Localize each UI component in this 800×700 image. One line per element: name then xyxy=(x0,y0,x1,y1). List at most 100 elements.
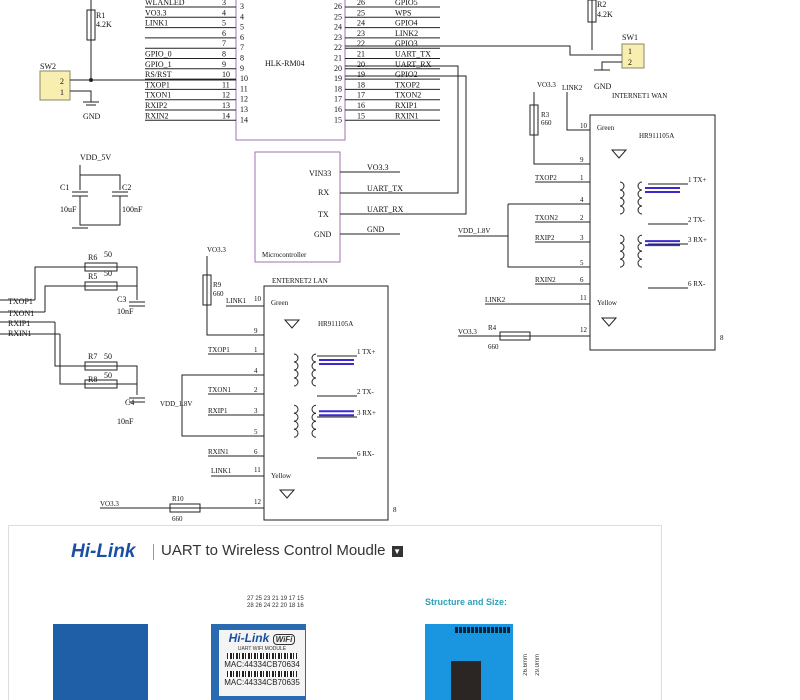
divider xyxy=(153,544,154,560)
lan-connector xyxy=(263,285,389,521)
lan-pin-number: 9 xyxy=(254,327,258,335)
wan-pin-number: 11 xyxy=(580,294,587,302)
hlk-left-pin-number: 6 xyxy=(222,29,226,38)
mcu-pin-rx: RX xyxy=(318,188,329,197)
vdd-5v-label: VDD_5V xyxy=(80,153,111,162)
wan-yellow-led: Yellow xyxy=(597,299,618,307)
lan-link: LINK1 xyxy=(226,297,247,305)
barcode xyxy=(227,671,297,677)
hlk-left-pin-inner: 7 xyxy=(240,43,244,52)
gnd-label: GND xyxy=(594,82,612,91)
wan-output-pin: 2 TX- xyxy=(688,216,705,224)
sw1-ref: SW1 xyxy=(622,33,638,42)
module-photo-back xyxy=(53,624,148,700)
module-brand: Hi-Link xyxy=(228,631,270,645)
chip xyxy=(451,661,481,700)
net-gnd: GND xyxy=(367,225,385,234)
wan-pin-number: 6 xyxy=(580,276,584,284)
hlk-right-pin-inner: 23 xyxy=(334,33,342,42)
sw1-pin1: 1 xyxy=(628,47,632,56)
hlk-right-pin-number: 21 xyxy=(357,50,365,59)
mac-2: MAC:44334CB70635 xyxy=(224,678,300,687)
hlk-right-pin-inner: 24 xyxy=(334,23,342,32)
r1-value: 4.2K xyxy=(96,20,112,29)
hlk-right-pin-number: 20 xyxy=(357,60,365,69)
hlk-left-pin-inner: 6 xyxy=(240,33,244,42)
hlk-right-net: GPIO2 xyxy=(395,70,418,79)
hlk-left-net: TXOP1 xyxy=(145,80,170,89)
r7-value: 50 xyxy=(104,352,112,361)
microcontroller-body xyxy=(254,151,341,263)
hlk-left-net: VO3.3 xyxy=(145,8,167,17)
c4-value: 10nF xyxy=(117,417,134,426)
hlk-left-pin-number: 3 xyxy=(222,0,226,7)
net-txop1: TXOP1 xyxy=(8,297,33,306)
hlk-right-net: LINK2 xyxy=(395,29,418,38)
hlk-right-net: UART_TX xyxy=(395,50,431,59)
hlk-right-pin-number: 18 xyxy=(357,80,365,89)
hlk-right-net: TXOP2 xyxy=(395,80,420,89)
hlk-right-net: TXON2 xyxy=(395,91,421,100)
wan-pin-number: 12 xyxy=(580,326,588,334)
lan-pin-number: 1 xyxy=(254,346,258,354)
dimension-29-0: 29.0mm xyxy=(535,654,541,676)
r10-ref: R10 xyxy=(172,495,184,503)
dropdown-icon: ▼ xyxy=(391,546,403,557)
hlk-right-net: GPIO4 xyxy=(395,19,418,28)
lan-pin-number: 5 xyxy=(254,428,258,436)
c3-value: 10nF xyxy=(117,307,134,316)
pin-numbers: 27 25 23 21 19 17 15 28 26 24 22 20 18 1… xyxy=(247,596,304,610)
wan-pin-number: 2 xyxy=(580,214,584,222)
hlk-left-pin-number: 10 xyxy=(222,70,230,79)
wan-pin8: 8 xyxy=(720,334,724,342)
r2-ref: R2 xyxy=(597,0,606,9)
wan-pin-number: 3 xyxy=(580,234,584,242)
wan-net-txop2: TXOP2 xyxy=(535,174,557,182)
resistor-r2 xyxy=(587,0,597,23)
r8-value: 50 xyxy=(104,371,112,380)
hlk-right-pin-inner: 20 xyxy=(334,64,342,73)
hlk-right-pin-number: 15 xyxy=(357,111,365,120)
r3-ref: R3 xyxy=(541,111,550,119)
hlk-left-pin-number: 14 xyxy=(222,111,230,120)
mcu-pin-gnd: GND xyxy=(314,230,332,239)
lan-pin-number: 6 xyxy=(254,448,258,456)
hlk-left-net: RXIP2 xyxy=(145,101,167,110)
r5-value: 50 xyxy=(104,269,112,278)
lan-pin-number: 11 xyxy=(254,466,261,474)
banner-title: UART to Wireless Control Moudle▼ xyxy=(161,542,403,559)
lan-part: HR911105A xyxy=(318,320,353,328)
hlk-right-pin-number: 22 xyxy=(357,39,365,48)
wan-pin-number: 9 xyxy=(580,156,584,164)
hlk-right-pin-number: 17 xyxy=(357,91,365,100)
sw2-pin1: 1 xyxy=(60,88,64,97)
hlk-left-pin-number: 12 xyxy=(222,91,230,100)
r8-ref: R8 xyxy=(88,375,97,384)
hlk-right-net: RXIP1 xyxy=(395,101,417,110)
hlk-name: HLK-RM04 xyxy=(265,59,305,68)
lan-vdd: VDD_1.8V xyxy=(160,400,192,408)
r7-ref: R7 xyxy=(88,352,97,361)
wan-connector xyxy=(589,114,716,351)
hlk-left-net: GPIO_0 xyxy=(145,50,172,59)
sw1-pin2: 2 xyxy=(628,58,632,67)
lan-vo33: VO3.3 xyxy=(207,246,226,254)
module-type: UART WIFI MODULE xyxy=(237,646,287,652)
hlk-left-pin-inner: 10 xyxy=(240,74,248,83)
hlk-left-pin-inner: 13 xyxy=(240,105,248,114)
lan-net-txon1: TXON1 xyxy=(208,386,231,394)
hlk-left-pin-inner: 3 xyxy=(240,2,244,11)
wan-net-rxip2: RXIP2 xyxy=(535,234,555,242)
mcu-name: Microcontroller xyxy=(262,251,307,259)
hlk-left-pin-inner: 9 xyxy=(240,64,244,73)
sw2-pin2: 2 xyxy=(60,77,64,86)
hlk-left-pin-number: 7 xyxy=(222,39,226,48)
hlk-right-pin-inner: 15 xyxy=(334,115,342,124)
wan-output-pin: 3 RX+ xyxy=(688,236,707,244)
lan-net-rxin1: RXIN1 xyxy=(208,448,229,456)
hlk-left-pin-number: 11 xyxy=(222,80,230,89)
wan-net-txon2: TXON2 xyxy=(535,214,558,222)
hlk-right-pin-number: 24 xyxy=(357,19,365,28)
r2-value: 4.2K xyxy=(597,10,613,19)
